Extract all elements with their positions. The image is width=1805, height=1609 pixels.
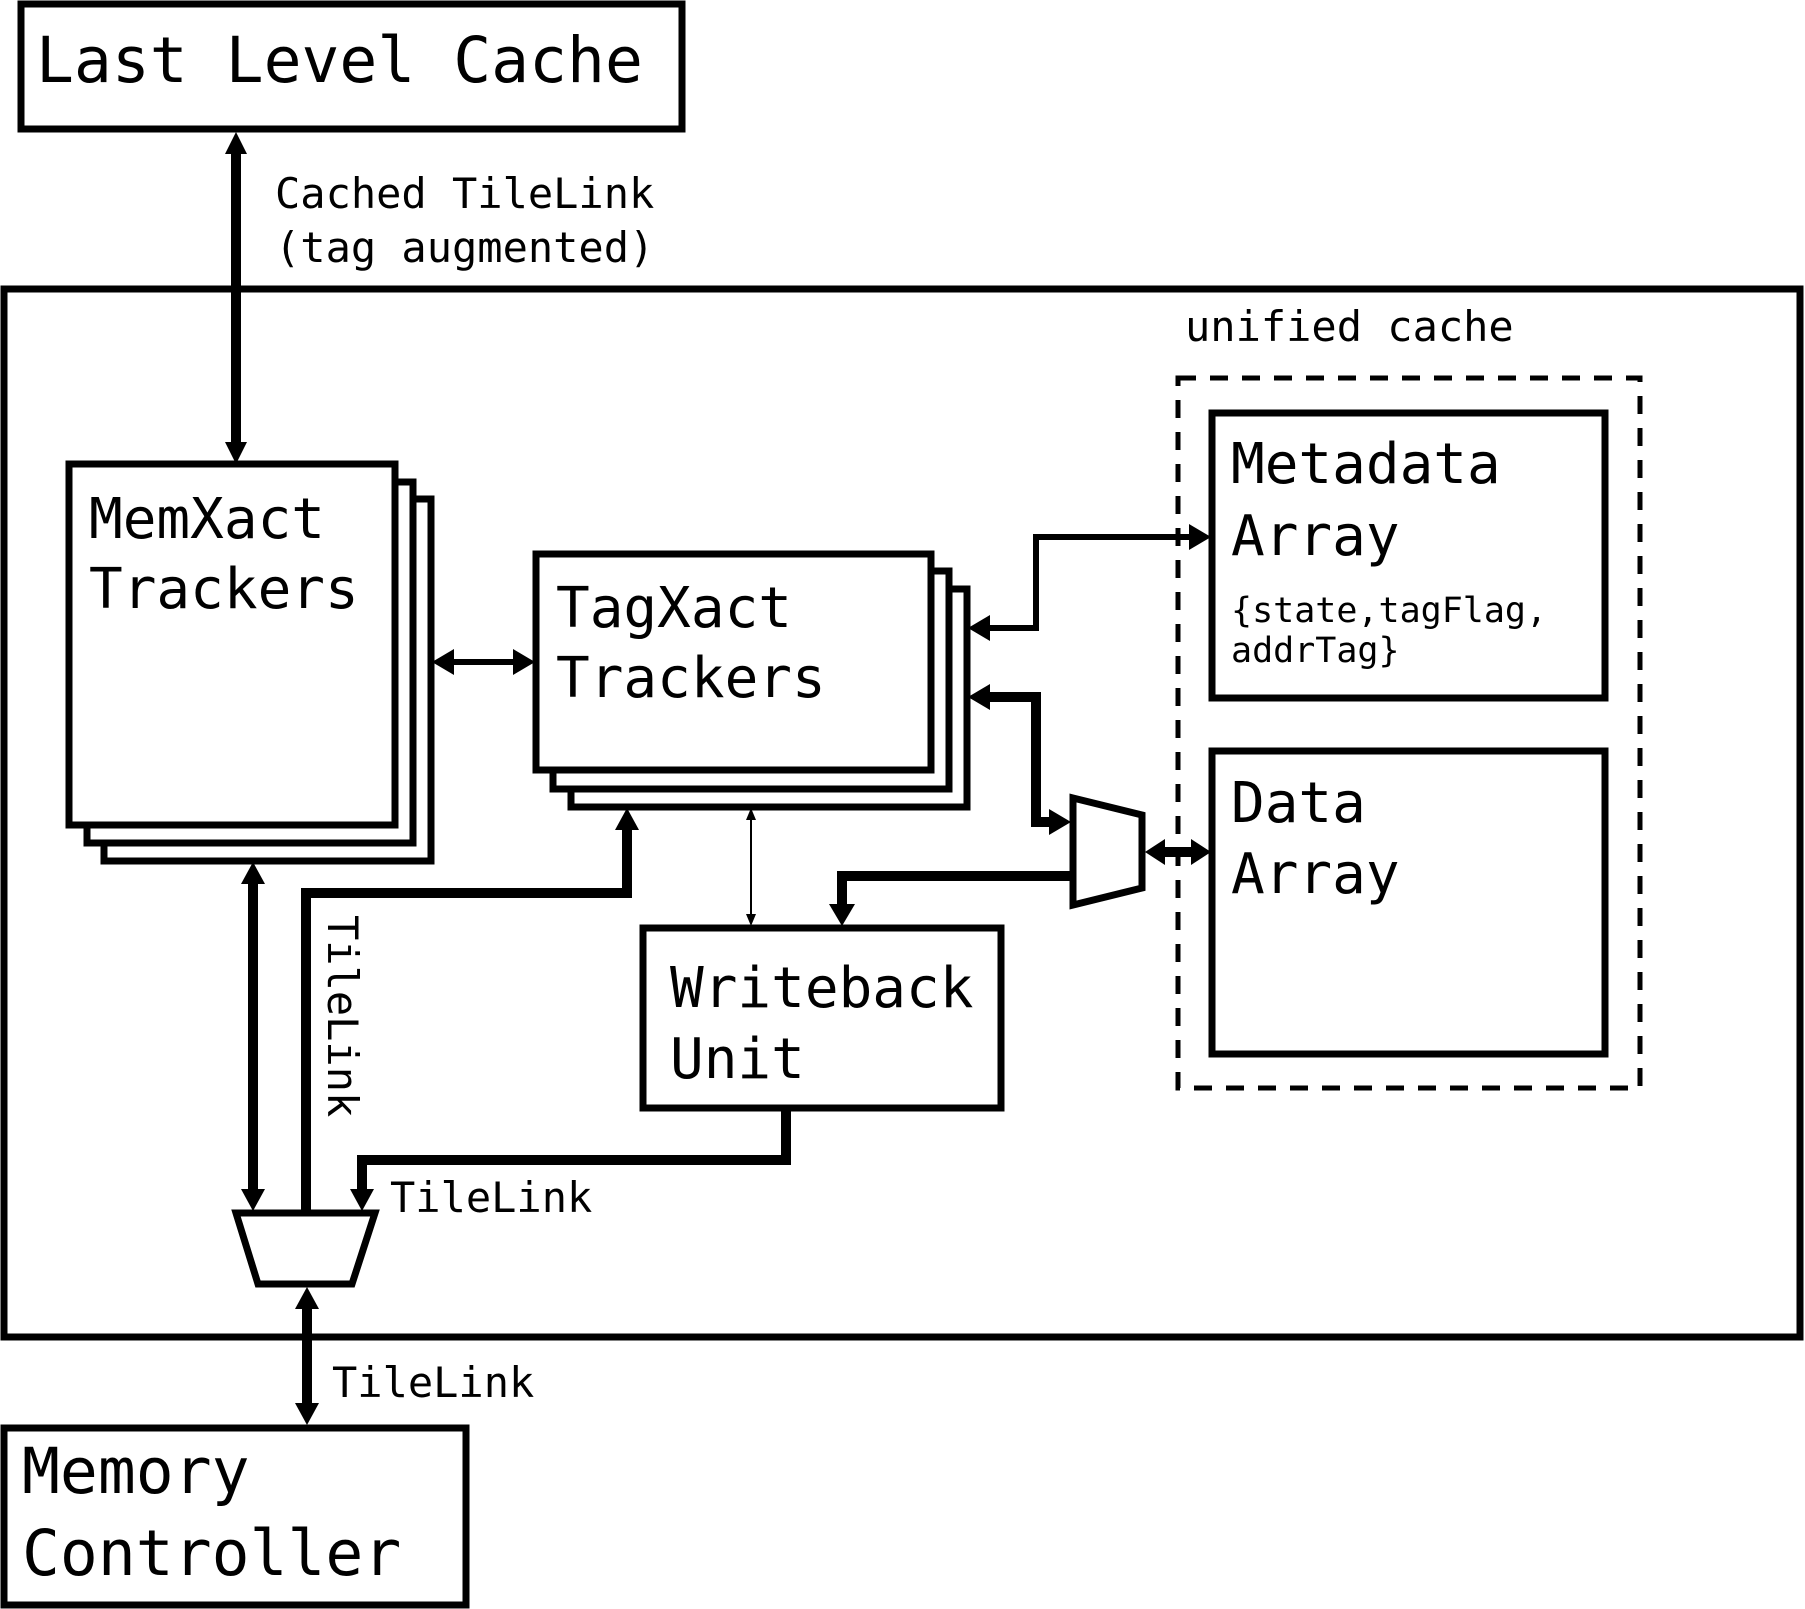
writeback-mux-arrow [350, 1108, 791, 1211]
tagxact-trackers-block: TagXact Trackers [532, 550, 971, 811]
tagxact-label: TagXact [556, 576, 792, 641]
datamux-dataarray-arrow [1145, 839, 1211, 865]
datamux-writeback-arrow [829, 871, 1073, 926]
memory-mux [231, 1209, 380, 1288]
unified-cache-region [1175, 375, 1643, 1091]
llc-memxact-arrow [225, 132, 247, 464]
tilelink-vertical-label: TileLink [318, 915, 367, 1117]
data-array-block: Data Array [1208, 747, 1609, 1058]
unified-cache-label: unified cache [1185, 302, 1514, 351]
memxact-tagxact-arrow [432, 649, 535, 675]
metadata-array-block: Metadata Array {state,tagFlag, addrTag} [1208, 409, 1609, 702]
tagxact-trackers-label: Trackers [556, 646, 826, 711]
controller-label: Controller [22, 1517, 401, 1590]
tagxact-writeback-arrow [746, 808, 756, 926]
tag-augmented-label: (tag augmented) [275, 223, 654, 272]
writeback-unit-block: Writeback Unit [639, 924, 1005, 1112]
metadata-array-label: Array [1231, 504, 1400, 569]
mux-memory-arrow [295, 1287, 319, 1425]
mux-tagxact-tilelink [301, 808, 639, 1212]
memory-label: Memory [22, 1435, 250, 1508]
writeback-tilelink-label: TileLink [390, 1173, 592, 1222]
tagxact-metadata-arrow [968, 524, 1211, 641]
memory-controller-block: Memory Controller [0, 1424, 470, 1609]
last-level-cache-block: Last Level Cache [17, 0, 686, 133]
memxact-mux-arrow [241, 862, 265, 1211]
memxact-trackers-block: MemXact Trackers [65, 460, 435, 865]
tagxact-datamux-arrow [968, 684, 1071, 835]
last-level-cache-label: Last Level Cache [36, 24, 643, 97]
memory-tilelink-label: TileLink [332, 1358, 534, 1407]
memxact-label: MemXact [89, 487, 325, 552]
cached-tilelink-label: Cached TileLink [275, 169, 654, 218]
metadata-label: Metadata [1231, 432, 1501, 497]
writeback-label: Writeback [670, 956, 973, 1021]
data-mux [1069, 793, 1146, 910]
data-array-label: Array [1231, 842, 1400, 907]
memxact-trackers-label: Trackers [89, 557, 359, 622]
data-label: Data [1231, 771, 1366, 836]
metadata-fields-line2: addrTag} [1231, 631, 1400, 671]
metadata-fields-line1: {state,tagFlag, [1231, 591, 1547, 631]
writeback-unit-label: Unit [670, 1027, 805, 1092]
